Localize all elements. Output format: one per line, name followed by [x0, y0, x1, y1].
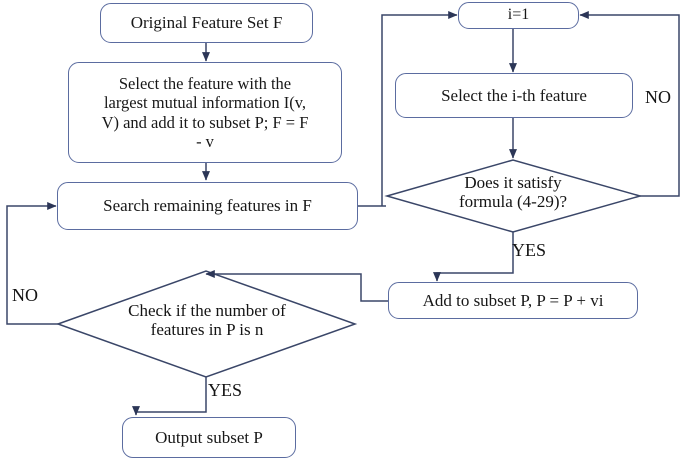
node-search-remaining[interactable]: Search remaining features in F: [57, 182, 358, 230]
node-original-feature-set-label: Original Feature Set F: [130, 13, 283, 33]
edge-label-no-left: NO: [12, 285, 38, 305]
decision-formula-line2: formula (4-29)?: [458, 192, 568, 212]
edge-decision-formula-no: [579, 11, 680, 197]
edge-search-to-init-i: [381, 11, 458, 206]
decision-formula-line1: Does it satisfy: [464, 173, 562, 192]
node-select-ith-feature-label: Select the i-th feature: [441, 85, 587, 105]
node-search-remaining-label: Search remaining features in F: [103, 196, 312, 216]
node-add-to-subset[interactable]: Add to subset P, P = P + vi: [388, 282, 638, 319]
node-select-largest-mi-line1: Select the feature with the: [118, 74, 292, 94]
edge-decision-formula-yes: [433, 232, 514, 282]
edge-add-to-decision-count: [205, 270, 388, 302]
decision-count-line1: Check if the number of: [128, 301, 286, 320]
node-original-feature-set[interactable]: Original Feature Set F: [100, 3, 313, 43]
node-select-largest-mi[interactable]: Select the feature with the largest mutu…: [68, 62, 342, 163]
decision-formula-text[interactable]: Does it satisfy formula (4-29)?: [413, 173, 613, 212]
node-add-to-subset-label: Add to subset P, P = P + vi: [422, 290, 604, 310]
node-output-subset[interactable]: Output subset P: [122, 417, 296, 458]
edge-decision-count-yes: [132, 377, 207, 416]
edge-decision-count-no: [6, 202, 58, 325]
node-init-i-label: i=1: [507, 6, 530, 24]
decision-count-text[interactable]: Check if the number of features in P is …: [96, 301, 318, 340]
decision-count-shape: [55, 270, 358, 378]
decision-count-line2: features in P is n: [150, 320, 264, 340]
node-select-largest-mi-line3: V) and add it to subset P; F = F: [101, 112, 309, 132]
edge-label-yes-formula: YES: [512, 240, 547, 260]
node-output-subset-label: Output subset P: [155, 427, 263, 447]
node-select-largest-mi-line4: - v: [196, 131, 214, 151]
node-select-ith-feature[interactable]: Select the i-th feature: [395, 73, 633, 118]
edge-label-yes-count: YES: [208, 380, 243, 400]
edge-label-no-right: NO: [645, 87, 671, 107]
node-select-largest-mi-line2: largest mutual information I(v,: [103, 93, 307, 113]
node-init-i[interactable]: i=1: [458, 2, 579, 29]
